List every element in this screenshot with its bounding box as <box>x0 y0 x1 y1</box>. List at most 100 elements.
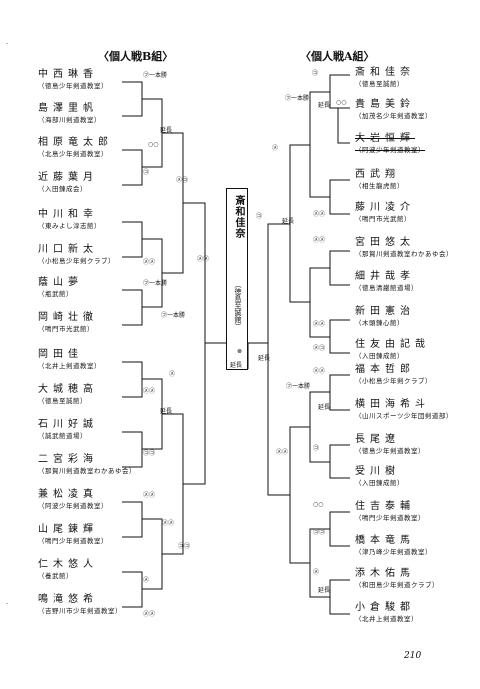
player-entry: 横田海希斗（山川スポーツ少年団剣道部） <box>355 400 465 420</box>
player-club: （入田錬成会） <box>38 185 87 193</box>
player-name: 山尾鍊輝 <box>38 524 98 535</box>
player-name: 長尾遼 <box>355 434 400 445</box>
player-entry: 宮田悠太 （那賀川剣道教室わかあゆ会） <box>355 238 465 258</box>
score-mark: ㋙ <box>256 213 263 220</box>
score-mark: ㋱㋱ <box>143 259 156 266</box>
player-name: 大岩恒輝 <box>355 133 415 144</box>
player-club: （鳴門市光武館） <box>355 215 411 223</box>
player-name: 新田憲治 <box>355 306 415 317</box>
player-club: （津乃峰少年剣道教室） <box>355 548 432 556</box>
page-number: 210 <box>404 651 422 661</box>
player-entry: 中西琳香 （徳島少年剣道教室） <box>38 70 148 90</box>
binding-dot: · <box>6 40 9 48</box>
player-name: 斎和佳奈 <box>355 67 415 78</box>
champion-club: （徳島至誠館） <box>234 281 242 330</box>
player-club: （吉野川市少年剣道教室） <box>38 607 122 615</box>
player-entry: 中川和幸 （東みよし淳志館） <box>38 210 148 230</box>
ippon-win-mark: ㋫一本勝 <box>143 280 168 287</box>
score-mark: ㋱ <box>169 371 176 378</box>
extension-mark: 延長 <box>318 102 331 109</box>
player-club: （加茂名少年剣道教室） <box>355 112 432 120</box>
player-entry: 長尾遼 （徳島少年剣道教室） <box>355 435 465 455</box>
score-mark: ㋱㋱ <box>276 449 289 456</box>
player-club: （徳島清巌館道場） <box>355 284 418 292</box>
player-entry: 斎和佳奈（徳島至誠館） <box>355 68 465 88</box>
player-entry-withdrawn: 大岩恒輝（阿波少年剣道教室） <box>355 134 465 154</box>
score-mark: ㋱㋱ <box>313 211 326 218</box>
player-name: 近藤葉月 <box>38 172 98 183</box>
player-club: （北井上剣道教室） <box>38 362 101 370</box>
player-club: （徳島少年剣道教室） <box>355 447 425 455</box>
player-club: （誠武館道場） <box>38 432 87 440</box>
score-mark: ㋱㋱ <box>313 368 326 375</box>
champion-name: 斎和佳奈 <box>233 195 244 239</box>
ippon-win-mark: ㋫一本勝 <box>161 312 186 319</box>
player-club: （北島少年剣道教室） <box>38 150 108 158</box>
player-entry: 蔭山夢 （瓶武館） <box>38 278 148 298</box>
score-mark: ○○ <box>313 501 324 508</box>
player-entry: 岡田佳（北井上剣道教室） <box>38 350 148 370</box>
player-name: 細井哉孝 <box>355 271 415 282</box>
player-club: （入田錬成館） <box>355 479 404 487</box>
player-name: 中西琳香 <box>38 69 98 80</box>
player-club: （瓶武館） <box>38 290 73 298</box>
player-club: （入田錬成館） <box>355 352 404 360</box>
score-mark: ㋱ <box>313 569 320 576</box>
player-entry: 藤川凌介 （鳴門市光武館） <box>355 203 465 223</box>
player-name: 二宮彩海 <box>38 454 98 465</box>
player-club: （那賀川剣道教室わかあゆ会） <box>355 250 453 258</box>
player-name: 受川樹 <box>355 466 400 477</box>
player-name: 藤川凌介 <box>355 202 415 213</box>
player-name: 川口新太 <box>38 244 98 255</box>
score-mark: ㋱㋱ <box>313 237 326 244</box>
score-mark: ㋱㋱ <box>143 388 156 395</box>
player-name: 蔭山夢 <box>38 277 83 288</box>
player-entry: 西武翔 （相生龍虎館） <box>355 170 465 190</box>
player-name: 仁木悠人 <box>38 559 98 570</box>
player-name: 橋本竜馬 <box>355 535 415 546</box>
score-mark: ⊗ <box>237 348 243 355</box>
score-mark: ㋱㋱ <box>143 492 156 499</box>
player-club: （木頭錬心館） <box>355 319 404 327</box>
player-entry: 細井哉孝 （徳島清巌館道場） <box>355 272 465 292</box>
player-name: 西武翔 <box>355 169 400 180</box>
player-name: 兼松凌真 <box>38 489 98 500</box>
champion-box: 斎和佳奈 （徳島至誠館） <box>226 188 248 370</box>
player-name: 宮田悠太 <box>355 237 415 248</box>
player-club: （相生龍虎館） <box>355 182 404 190</box>
score-mark: ㋱㋱ <box>162 520 175 527</box>
score-mark: ㋙㋙ <box>313 529 326 536</box>
score-mark: ㋱㋙ <box>313 345 326 352</box>
score-mark: ○○ <box>336 99 347 106</box>
binding-dot: · <box>6 600 9 608</box>
player-entry: 添木佑馬 （和田島少年剣道クラブ） <box>355 569 465 589</box>
player-name: 添木佑馬 <box>355 568 415 579</box>
player-club: （山川スポーツ少年団剣道部） <box>355 412 453 420</box>
player-entry: 大城穂高（徳島至誠館） <box>38 385 148 405</box>
player-name: 貴島美鈴 <box>355 99 415 110</box>
ippon-win-mark: ㋫一本勝 <box>143 72 168 79</box>
extension-mark: 延長 <box>318 404 331 411</box>
player-entry: 住友由記哉（入田錬成館） <box>355 340 465 360</box>
score-mark: ㋱㋱ <box>143 611 156 618</box>
score-mark: ㋱㋱ <box>197 256 210 263</box>
player-club: （小松島少年剣クラブ） <box>38 257 115 265</box>
score-mark: ㋙㋙ <box>178 543 191 550</box>
player-club: （小松島少年剣クラブ） <box>355 377 432 385</box>
player-entry: 福本哲郎（小松島少年剣クラブ） <box>355 365 465 385</box>
player-entry: 受川樹 （入田錬成館） <box>355 467 465 487</box>
player-entry: 二宮彩海（那賀川剣道教室わかあゆ会） <box>38 455 148 475</box>
player-name: 岡崎壮徹 <box>38 312 98 323</box>
extension-mark: 延長 <box>160 127 173 134</box>
player-club: （徳島少年剣道教室） <box>38 82 108 90</box>
ippon-win-mark: ㋫一本勝 <box>285 95 310 102</box>
player-club: （東みよし淳志館） <box>38 222 101 230</box>
score-mark: ○○ <box>148 141 159 148</box>
player-name: 中川和幸 <box>38 209 98 220</box>
ippon-win-mark: ㋫一本勝 <box>286 383 311 390</box>
player-club: （和田島少年剣道クラブ） <box>355 581 439 589</box>
player-name: 小倉駿都 <box>355 602 415 613</box>
player-entry: 川口新太 （小松島少年剣クラブ） <box>38 245 148 265</box>
player-entry: 兼松凌真（阿波少年剣道教室） <box>38 490 148 510</box>
